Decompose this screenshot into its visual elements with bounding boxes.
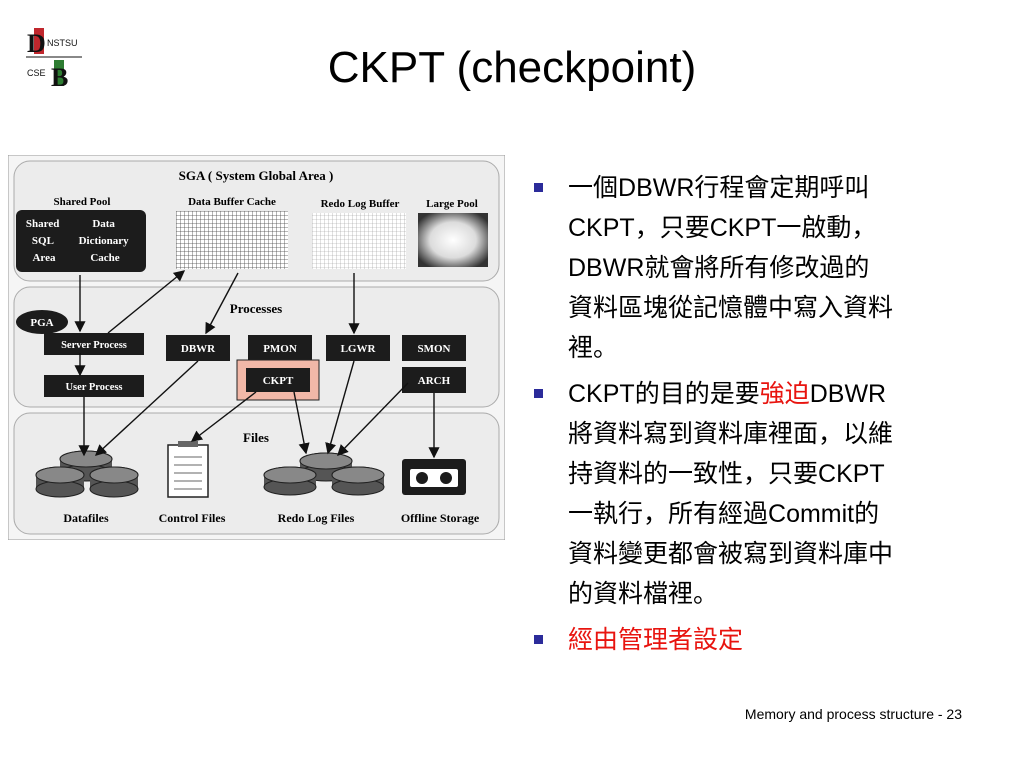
user-process-label: User Process [65,382,122,393]
bullet-item-2: CKPT的目的是要強迫DBWR 將資料寫到資料庫裡面，以維 持資料的一致性，只要… [532,374,1012,614]
large-pool-box [418,213,488,267]
redo-log-files-label: Redo Log Files [278,511,355,525]
sga-title: SGA ( System Global Area ) [179,168,334,183]
shared-pool-label: Shared Pool [54,196,111,208]
nstsu-cse-db-logo: D NSTSU CSE B [24,24,84,90]
slide-footer: Memory and process structure - 23 [744,706,962,722]
redo-log-buffer-label: Redo Log Buffer [321,198,400,210]
data-dictionary-cache-label: Data Dictionary Cache [79,218,132,264]
bullet-item-1: 一個DBWR行程會定期呼叫 CKPT，只要CKPT一啟動， DBWR就會將所有修… [532,168,1012,368]
pmon-box [248,335,312,361]
ckpt-box [246,368,310,392]
ckpt-label: CKPT [263,375,294,387]
data-buffer-cache-label: Data Buffer Cache [188,196,276,208]
pga-ellipse [16,310,68,334]
server-process-box [44,333,144,355]
bullet-item-3: 經由管理者設定 [532,620,1012,660]
server-process-label: Server Process [61,340,127,351]
lgwr-box [326,335,390,361]
bullet-square-icon [534,635,543,644]
shared-sql-area-label: Shared SQL Area [26,218,62,264]
logo-letter-b: B [51,63,68,90]
emphasis-force: 強迫 [759,379,810,408]
processes-title: Processes [230,301,282,316]
offline-storage-label: Offline Storage [401,511,480,525]
bullet-square-icon [534,389,543,398]
datafiles-label: Datafiles [63,511,109,525]
pga-label: PGA [30,317,53,329]
dbwr-label: DBWR [181,343,216,355]
arch-label: ARCH [418,375,451,387]
large-pool-label: Large Pool [426,198,478,210]
smon-label: SMON [418,343,451,355]
redo-log-files-cylinders [263,452,385,496]
control-file-icon [167,441,209,498]
offline-storage-tape-icon [402,459,466,495]
logo-text-cse: CSE [27,68,46,78]
bullet-square-icon [534,183,543,192]
bullet-list: 一個DBWR行程會定期呼叫 CKPT，只要CKPT一啟動， DBWR就會將所有修… [532,168,1012,666]
logo-letter-d: D [27,29,46,58]
pmon-label: PMON [263,343,297,355]
logo-text-nstsu: NSTSU [47,38,78,48]
oracle-architecture-diagram: SGA ( System Global Area ) Shared Pool S… [8,155,505,540]
data-buffer-cache-box [176,211,288,269]
flow-arrows [74,270,440,459]
redo-log-buffer-box [312,213,406,269]
user-process-box [44,375,144,397]
bullet-3-text: 經由管理者設定 [568,625,744,654]
shared-pool-box [16,210,146,272]
dbwr-box [166,335,230,361]
slide-title: CKPT (checkpoint) [327,43,697,92]
arch-box [402,367,466,393]
control-files-label: Control Files [159,511,226,525]
lgwr-label: LGWR [341,343,377,355]
smon-box [402,335,466,361]
files-title: Files [243,430,269,445]
